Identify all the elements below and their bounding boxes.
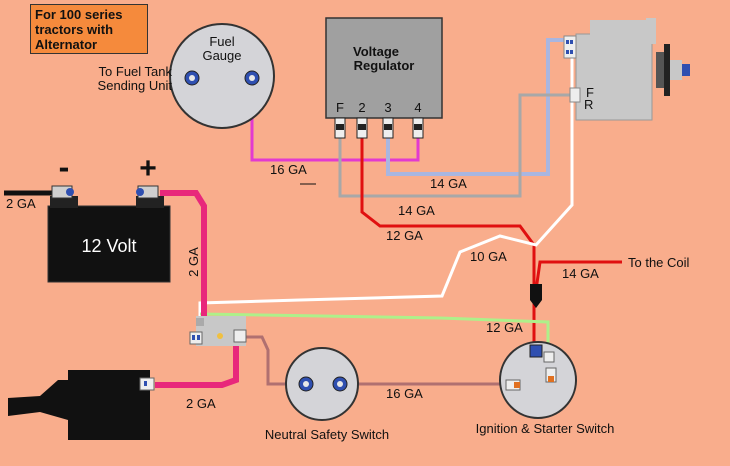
fuel-tank-label-1: To Fuel Tank xyxy=(99,64,173,79)
regulator-terminal-f-label: F xyxy=(336,100,344,115)
coil-connector xyxy=(530,284,542,308)
label-reg2-wire: 14 GA xyxy=(398,203,435,218)
label-ign-red: 12 GA xyxy=(386,228,423,243)
neutral-safety-switch xyxy=(285,347,359,421)
regulator-terminal-2-label: 2 xyxy=(358,100,365,115)
wire-gauge-16ga xyxy=(250,85,420,162)
neutral-safety-switch-label: Neutral Safety Switch xyxy=(265,427,389,442)
starter-motor xyxy=(8,370,155,440)
wire-white-10ga xyxy=(198,52,574,320)
fuel-tank-label-2: Sending Unit xyxy=(98,78,173,93)
label-reg3-wire: 14 GA xyxy=(430,176,467,191)
battery-positive-symbol: + xyxy=(139,152,157,185)
battery: 12 Volt - + xyxy=(47,149,171,283)
info-note: For 100 series tractors with Alternator xyxy=(30,4,148,54)
wire-solenoid-nss xyxy=(244,335,305,386)
alternator-terminal-r: R xyxy=(584,97,593,112)
regulator-connectors xyxy=(334,117,424,139)
alternator-terminal-f: F xyxy=(586,85,594,100)
battery-label: 12 Volt xyxy=(81,236,136,256)
alternator: F R xyxy=(563,18,690,121)
regulator-title-2: Regulator xyxy=(354,58,415,73)
label-neg-cable: 2 GA xyxy=(6,196,36,211)
wire-green-12ga xyxy=(199,312,550,352)
ignition-switch-label: Ignition & Starter Switch xyxy=(476,421,615,436)
wire-regulator-2-red xyxy=(360,138,536,350)
label-gauge-wire: 16 GA xyxy=(270,162,307,177)
regulator-title-1: Voltage xyxy=(353,44,399,59)
label-green-wire: 12 GA xyxy=(486,320,523,335)
regulator-terminal-3-label: 3 xyxy=(384,100,391,115)
wire-regulator-f xyxy=(338,93,572,198)
ignition-starter-switch xyxy=(499,341,577,419)
cable-starter xyxy=(155,345,239,388)
battery-negative-symbol: - xyxy=(59,149,70,185)
coil-label: To the Coil xyxy=(628,255,690,270)
label-white-wire: 10 GA xyxy=(470,249,507,264)
fuel-gauge: Fuel Gauge xyxy=(169,23,275,129)
wire-regulator-3-14ga xyxy=(386,38,566,176)
voltage-regulator: Voltage Regulator F 2 3 4 xyxy=(325,17,443,139)
wire-coil-14ga xyxy=(534,260,622,291)
label-coil-wire: 14 GA xyxy=(562,266,599,281)
label-pos-cable: 2 GA xyxy=(186,247,201,277)
label-nss-wire: 16 GA xyxy=(386,386,423,401)
fuel-gauge-title-1: Fuel xyxy=(209,34,234,49)
regulator-terminal-4-label: 4 xyxy=(414,100,421,115)
label-starter-cable: 2 GA xyxy=(186,396,216,411)
starter-solenoid xyxy=(189,316,247,346)
fuel-gauge-title-2: Gauge xyxy=(202,48,241,63)
cable-battery-positive xyxy=(160,190,207,318)
